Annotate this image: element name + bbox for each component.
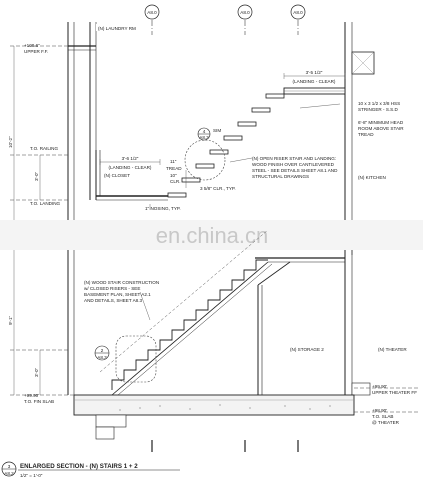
grid-bubble-3: A8.0 (290, 4, 306, 35)
upper-ff-label: UPPER F.F. (24, 49, 48, 54)
riser-dim: 10" (170, 173, 177, 178)
upper-ff-value: +108.6" (24, 43, 40, 48)
upper-callout-sim: SIM (213, 128, 221, 133)
grid-bubble-1-label: A8.0 (147, 10, 157, 15)
top-landing-dim: 3'-5 1/2" (LANDING - CLEAR) (283, 70, 346, 84)
top-landing-clear: (LANDING - CLEAR) (293, 79, 336, 84)
upper-floor-structure (67, 22, 375, 255)
upper-theater-value: +99.90' (372, 384, 387, 389)
lower-callout-number: 2 (101, 348, 104, 353)
lower-level-marks: 9'-1" 3'-0" +99.90' T.O. FIN SLAB (8, 250, 74, 404)
upper-tread (195, 163, 215, 169)
landing-clear: (LANDING - CLEAR) (109, 165, 152, 170)
upper-callout-number: 4 (203, 129, 206, 134)
title-number: 3 (8, 464, 11, 469)
tread-riser-dims: 11" TREAD 10" CLR. 3 5/8" CLR., TYP. 1" … (145, 159, 236, 211)
to-slab-value: +98.90' (372, 408, 387, 413)
top-landing-width: 3'-5 1/2" (306, 70, 323, 75)
rail-height-dim: 3'-0" (34, 171, 39, 181)
upper-tread (209, 149, 229, 155)
nosing-note: 1" NOSING, TYP. (145, 206, 181, 211)
tread-dim: 11" (170, 159, 177, 164)
upper-tread (167, 192, 187, 198)
riser-label: CLR. (170, 179, 180, 184)
wood-stair-note-group: (N) WOOD STAIR CONSTRUCTION w/ CLOSED RI… (84, 280, 160, 321)
room-closet: (N) CLOSET (104, 173, 130, 178)
upper-theater-label: UPPER THEATER FF (372, 390, 417, 395)
open-riser-note: (N) OPEN RISER STAIR AND LANDING: WOOD F… (252, 156, 339, 179)
lower-detail-callout: 2 A8.3 (94, 335, 157, 383)
upper-detail-callout: 4 A8.3 SIM (184, 127, 226, 181)
landing-label: T.O. LANDING (30, 201, 61, 206)
title-text: ENLARGED SECTION - (N) STAIRS 1 + 2 (20, 463, 138, 470)
right-level-marks: +99.90' UPPER THEATER FF +98.90' T.O. SL… (354, 384, 418, 425)
left-level-marks: +108.6" UPPER F.F. T.O. RAILING T.O. LAN… (8, 43, 68, 250)
upper-stair-treads (167, 93, 285, 198)
to-slab-label: T.O. SLAB (372, 414, 393, 419)
room-labels-lower: (N) STORAGE 2 (N) THEATER (290, 347, 407, 352)
lower-stair (99, 229, 273, 396)
fin-slab-value: +99.90' (24, 393, 39, 398)
lower-floor-structure (67, 250, 371, 440)
upper-tread (223, 135, 243, 141)
bottom-grid-ticks (151, 440, 299, 452)
title-sheet: A8.2 (4, 471, 14, 476)
grid-bubble-2: A8.0 (237, 4, 253, 35)
upper-height-dim: 10'-2" (8, 136, 13, 148)
grid-bubble-1: A8.0 (144, 4, 160, 35)
upper-top-landing (283, 87, 346, 95)
railing-label: T.O. RAILING (30, 146, 59, 151)
upper-callout-sheet: A8.3 (199, 135, 209, 140)
lower-height-dim: 9'-1" (8, 315, 13, 325)
grid-bubble-3-label: A8.0 (293, 10, 303, 15)
headroom-note: 6'-8" MINIMUM HEAD ROOM ABOVE STAIR TREA… (358, 120, 405, 137)
watermark-band: en.china.cn (0, 220, 423, 250)
theater-level-label: @ THEATER (372, 420, 400, 425)
upper-tread (237, 121, 257, 127)
tread-label: TREAD (166, 166, 182, 171)
room-laundry: (N) LAUNDRY RM (98, 26, 136, 31)
title-scale: 1/2" = 1'-0" (20, 473, 43, 478)
lower-callout-sheet: A8.3 (97, 355, 107, 360)
upper-notes: (N) OPEN RISER STAIR AND LANDING: WOOD F… (229, 101, 405, 179)
room-labels-upper: (N) LAUNDRY RM (N) CLOSET (N) KITCHEN (96, 24, 386, 180)
clr-typ-note: 3 5/8" CLR., TYP. (200, 186, 236, 191)
room-storage: (N) STORAGE 2 (290, 347, 324, 352)
landing-width: 3'-6 1/2" (122, 156, 139, 161)
room-kitchen: (N) KITCHEN (358, 175, 386, 180)
hss-note: 10 x 3 1/2 x 3/8 HSS STRINGER - S.S.D (358, 101, 401, 112)
fin-slab-label: T.O. FIN SLAB (24, 399, 54, 404)
lower-rail-dim: 3'-0" (34, 367, 39, 377)
watermark-text: en.china.cn (156, 223, 269, 248)
grid-bubble-2-label: A8.0 (240, 10, 250, 15)
room-theater: (N) THEATER (378, 347, 407, 352)
upper-tread (251, 107, 271, 113)
upper-tread (265, 93, 285, 99)
landing-width-dim: 3'-6 1/2" (LANDING - CLEAR) (99, 156, 161, 170)
upper-tread (181, 177, 201, 183)
title-block: 3 A8.2 ENLARGED SECTION - (N) STAIRS 1 +… (1, 461, 180, 478)
wood-stair-note: (N) WOOD STAIR CONSTRUCTION w/ CLOSED RI… (84, 280, 160, 303)
